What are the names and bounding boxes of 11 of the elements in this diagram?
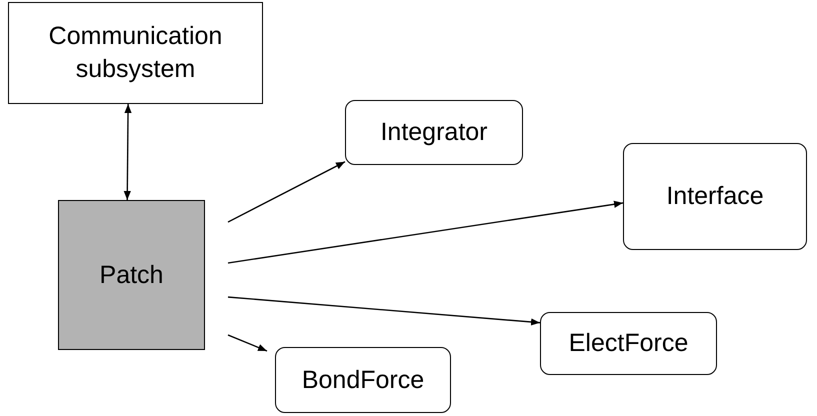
process-box: Integrator bbox=[345, 100, 523, 165]
filled-box: Patch bbox=[58, 200, 205, 350]
arrow bbox=[228, 161, 346, 223]
process-box: ElectForce bbox=[540, 312, 717, 375]
arrow bbox=[228, 296, 540, 326]
process-box: Communication subsystem bbox=[8, 2, 263, 104]
process-box: BondForce bbox=[275, 347, 451, 413]
arrow bbox=[228, 200, 624, 264]
arrow bbox=[124, 104, 132, 200]
process-box: Interface bbox=[623, 143, 807, 250]
arrow bbox=[228, 334, 268, 352]
